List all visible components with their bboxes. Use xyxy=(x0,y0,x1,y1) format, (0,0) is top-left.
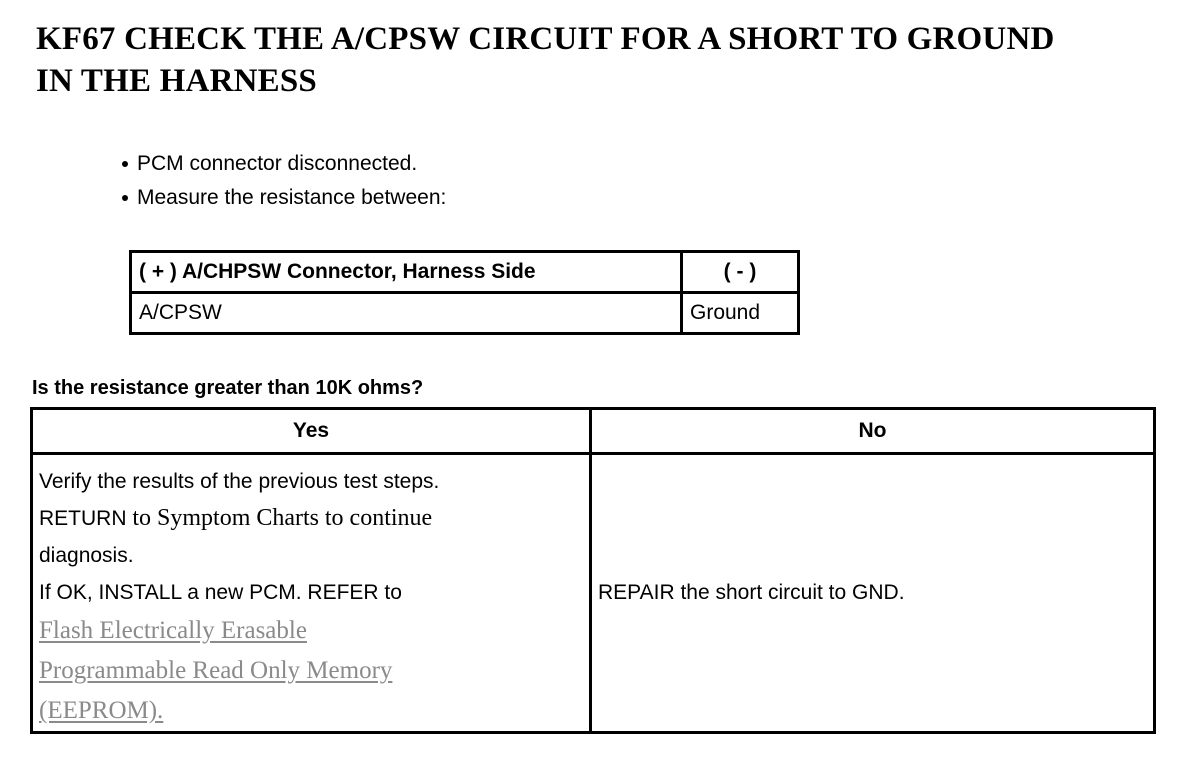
decision-table: Yes No Verify the results of the previou… xyxy=(30,407,1156,734)
decision-question: Is the resistance greater than 10K ohms? xyxy=(32,377,424,399)
yes-line-2-suffix: to continue xyxy=(324,505,433,531)
measure-cell-positive: A/CPSW xyxy=(129,291,683,335)
list-item: Measure the resistance between: xyxy=(120,181,820,215)
page-title: KF67 CHECK THE A/CPSW CIRCUIT FOR A SHOR… xyxy=(36,21,1055,99)
decision-cell-no: REPAIR the short circuit to GND. xyxy=(589,452,1156,734)
decision-header-row: Yes No xyxy=(30,407,1156,455)
yes-line-4: If OK, INSTALL a new PCM. REFER to xyxy=(39,581,402,604)
measurement-table: ( + ) A/CHPSW Connector, Harness Side ( … xyxy=(129,250,800,335)
precondition-text: PCM connector disconnected. xyxy=(137,152,418,175)
no-instruction-text: REPAIR the short circuit to GND. xyxy=(598,581,905,604)
table-header-row: ( + ) A/CHPSW Connector, Harness Side ( … xyxy=(129,250,800,294)
decision-cell-yes: Verify the results of the previous test … xyxy=(30,452,592,734)
precondition-text: Measure the resistance between: xyxy=(137,186,447,209)
measure-header-positive: ( + ) A/CHPSW Connector, Harness Side xyxy=(129,250,683,294)
yes-line-2: RETURN to Symptom Charts to continue xyxy=(39,500,583,537)
measure-cell-negative: Ground xyxy=(680,291,800,335)
precondition-list: PCM connector disconnected. Measure the … xyxy=(120,147,820,215)
yes-instructions: Verify the results of the previous test … xyxy=(39,463,583,611)
eeprom-link-line-1[interactable]: Flash Electrically Erasable xyxy=(39,617,307,644)
yes-line-3: diagnosis. xyxy=(39,544,134,567)
yes-line-1: Verify the results of the previous test … xyxy=(39,470,440,493)
decision-header-no: No xyxy=(589,407,1156,455)
eeprom-document-link[interactable]: Flash Electrically Erasable Programmable… xyxy=(39,611,583,731)
table-row: A/CPSW Ground xyxy=(129,291,800,335)
decision-body-row: Verify the results of the previous test … xyxy=(30,452,1156,734)
bullet-icon xyxy=(122,195,128,201)
eeprom-link-line-2[interactable]: Programmable Read Only Memory xyxy=(39,657,393,684)
symptom-charts-reference: to Symptom Charts xyxy=(132,505,320,531)
yes-line-2-prefix: RETURN xyxy=(39,507,127,530)
decision-header-yes: Yes xyxy=(30,407,592,455)
list-item: PCM connector disconnected. xyxy=(120,147,820,181)
bullet-icon xyxy=(122,161,128,167)
eeprom-link-line-3[interactable]: (EEPROM). xyxy=(39,697,164,724)
measure-header-negative: ( - ) xyxy=(680,250,800,294)
